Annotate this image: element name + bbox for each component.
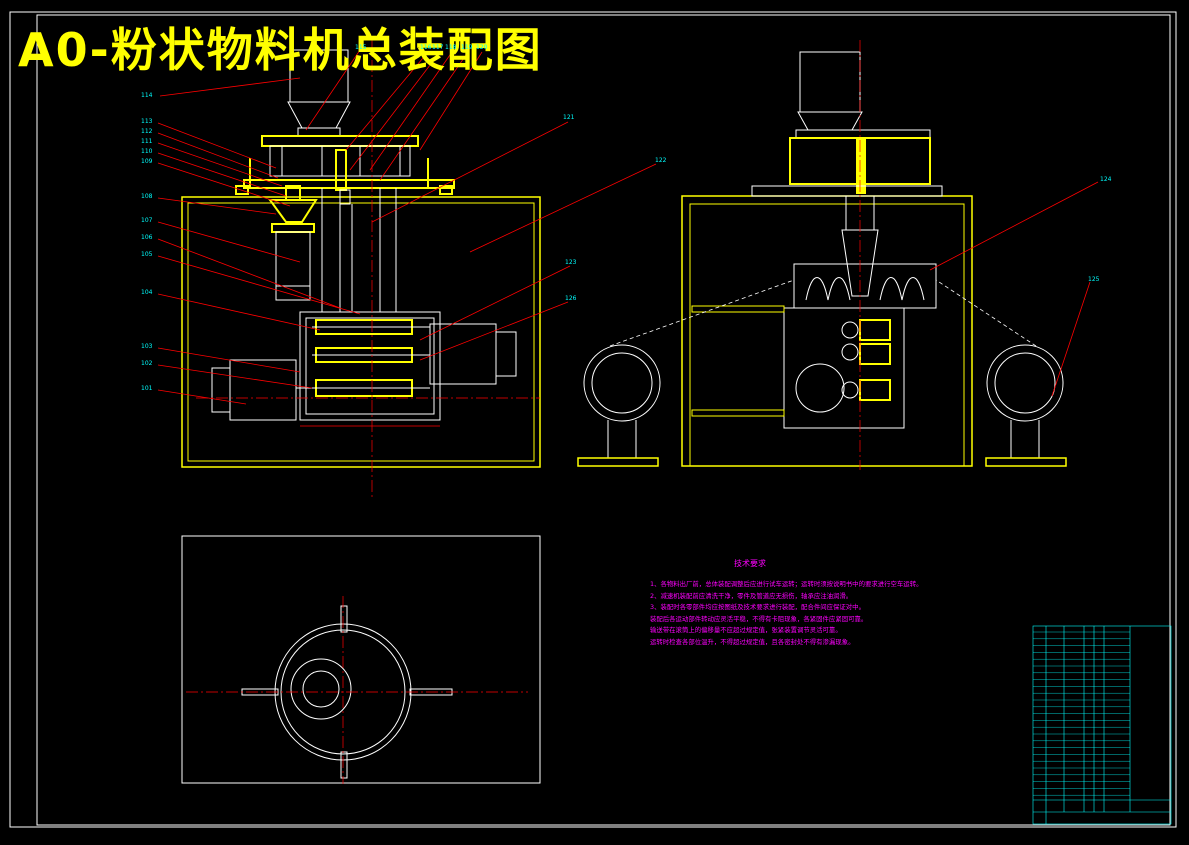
part-label: 117 bbox=[432, 44, 444, 51]
part-label: 113 bbox=[141, 118, 153, 125]
tech-line: 3、装配时各零部件均应按图纸及技术要求进行装配，配合件间应保证对中。 bbox=[650, 603, 865, 612]
tech-line: 装配后各运动部件转动应灵活平稳，不得有卡阻现象，各紧固件应紧固可靠。 bbox=[650, 614, 868, 623]
tech-line: 输送带在滚筒上的偏移量不应超过规定值，张紧装置调节灵活可靠。 bbox=[650, 626, 842, 635]
part-label: 102 bbox=[141, 360, 153, 367]
part-label: 122 bbox=[655, 157, 667, 164]
front-view bbox=[181, 40, 541, 500]
technical-requirements: 技术要求 1、各物料出厂前，总体装配调整后应进行试车运转；运转时须按说明书中的要… bbox=[650, 558, 1030, 649]
tech-line: 2、减速机装配前应清洗干净，零件及管道应无损伤，轴承应注油润滑。 bbox=[650, 591, 853, 600]
part-label: 116 bbox=[420, 44, 432, 51]
part-label: 124 bbox=[1100, 176, 1112, 183]
part-label: 121 bbox=[563, 114, 575, 121]
bom-table bbox=[1032, 625, 1172, 825]
outer-border bbox=[9, 11, 1177, 828]
part-label: 119 bbox=[461, 44, 473, 51]
tech-line: 1、各物料出厂前，总体装配调整后应进行试车运转；运转时须按说明书中的要求进行空车… bbox=[650, 580, 923, 588]
part-label: 111 bbox=[141, 138, 153, 145]
front-leaders bbox=[157, 49, 657, 405]
part-label: 120 bbox=[476, 44, 488, 51]
tech-line: 运转时检查各部位温升，不得超过规定值，且各密封处不得有渗漏现象。 bbox=[650, 637, 855, 646]
part-label: 108 bbox=[141, 193, 153, 200]
part-label: 103 bbox=[141, 343, 153, 350]
drawing-title: A0-粉状物料机总装配图 bbox=[18, 23, 543, 77]
part-label: 104 bbox=[141, 289, 153, 296]
part-label: 105 bbox=[141, 251, 153, 258]
inner-border bbox=[36, 14, 1171, 826]
part-label: 106 bbox=[141, 234, 153, 241]
part-label: 107 bbox=[141, 217, 153, 224]
side-view bbox=[577, 40, 1067, 470]
part-label: 112 bbox=[141, 128, 153, 135]
tech-heading: 技术要求 bbox=[734, 559, 766, 568]
part-label: 123 bbox=[565, 259, 577, 266]
part-label: 118 bbox=[445, 44, 457, 51]
side-leaders bbox=[929, 181, 1099, 397]
part-label: 109 bbox=[141, 158, 153, 165]
part-label: 110 bbox=[141, 148, 153, 155]
part-label: 101 bbox=[141, 385, 153, 392]
top-view bbox=[181, 535, 541, 784]
part-label: 115 bbox=[355, 44, 367, 51]
part-label: 114 bbox=[141, 92, 153, 99]
part-label: 126 bbox=[565, 295, 577, 302]
part-label: 125 bbox=[1088, 276, 1100, 283]
